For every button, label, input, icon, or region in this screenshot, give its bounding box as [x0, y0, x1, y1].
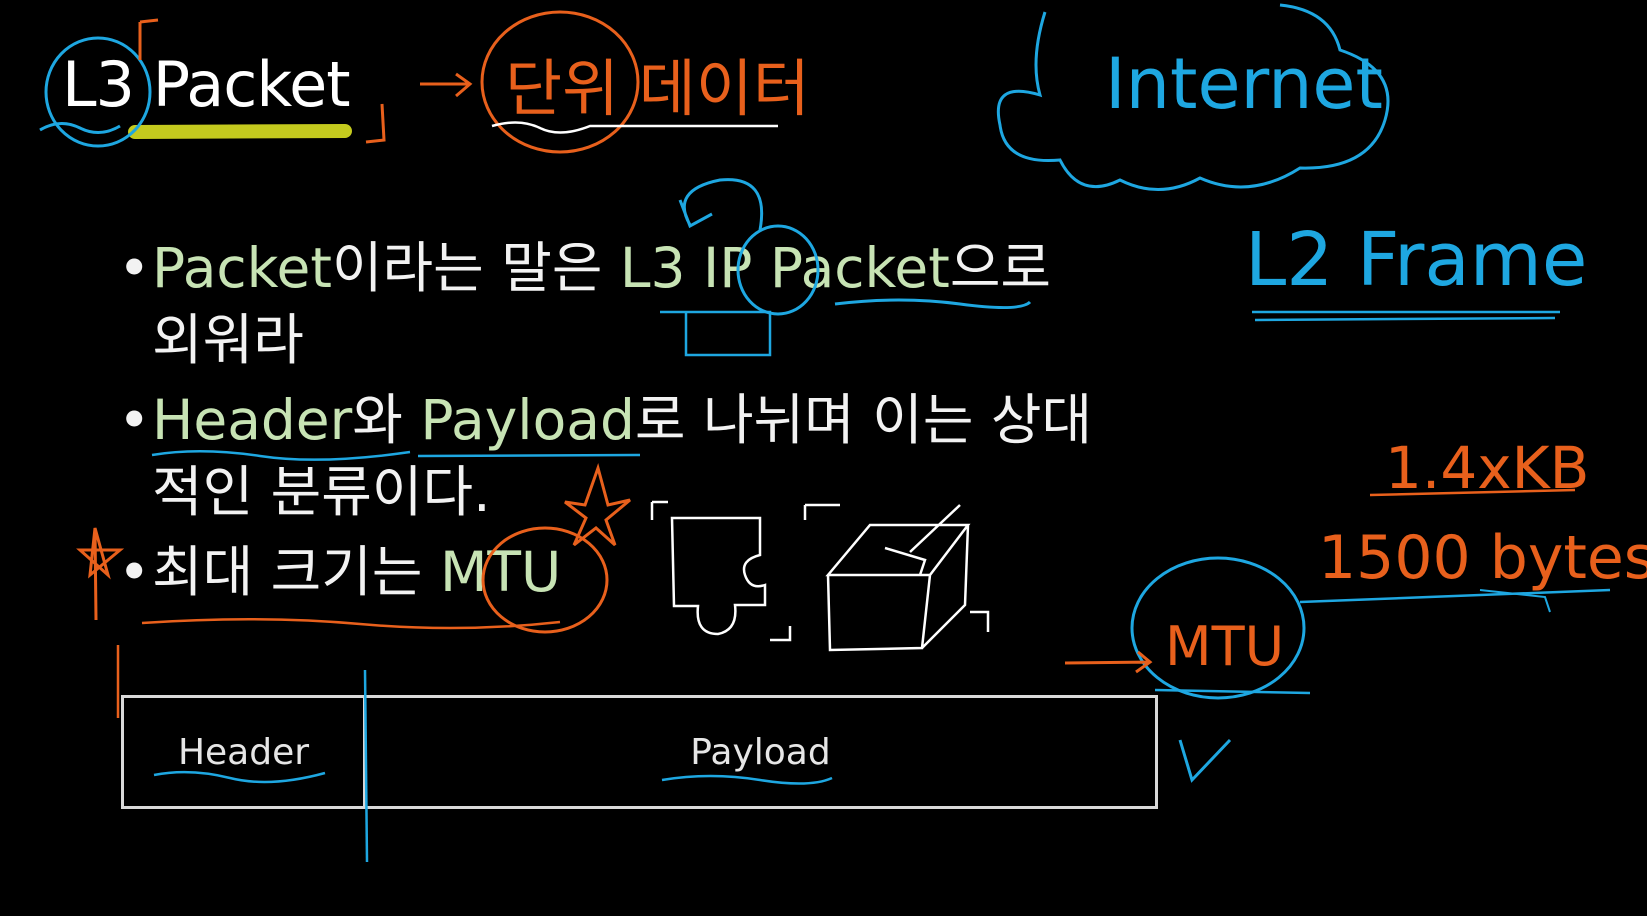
bullet-text: 와	[352, 388, 421, 452]
white-underline-unit	[491, 121, 778, 134]
orange-underline-kb	[1369, 488, 1576, 497]
term-mtu: MTU	[439, 540, 562, 604]
annotation-mtu: MTU	[1165, 615, 1284, 678]
annotation-size-kb: 1.4xKB	[1385, 434, 1589, 502]
bullet-text: 로 나뉘며 이는 상대	[634, 388, 1093, 452]
bullet-dot-icon: •	[118, 388, 151, 452]
bullet-dot-icon: •	[118, 236, 151, 300]
term-header: Header	[152, 388, 353, 452]
internet-cloud-icon	[996, 3, 1390, 191]
annotation-unit-data: 단위 데이터	[505, 52, 810, 125]
packet-payload-cell: Payload	[366, 698, 1155, 806]
blue-squiggle	[39, 122, 121, 134]
blue-tail-line	[1479, 589, 1551, 613]
annotation-internet: Internet	[1105, 43, 1383, 125]
bullet-text-line2: 적인 분류이다.	[152, 460, 491, 524]
orange-underline-max	[141, 617, 561, 630]
blue-loop-arrow	[678, 178, 764, 231]
packet-diagram: Header Payload	[121, 695, 1158, 809]
yellow-highlight-stroke	[128, 124, 352, 139]
bullet-text: 으로	[949, 236, 1052, 300]
annotation-size-bytes: 1500 bytes	[1318, 523, 1647, 593]
orange-arrow-mtu	[1064, 650, 1153, 674]
orange-star-icon-left	[76, 527, 125, 621]
blue-underline-bytes	[1299, 588, 1611, 604]
term-payload: Payload	[420, 388, 635, 452]
blue-checkmark-icon	[1178, 738, 1232, 783]
term-packet: Packet	[152, 236, 332, 300]
bullet-max-size: • 최대 크기는 MTU	[118, 536, 1178, 608]
packet-header-cell: Header	[124, 698, 366, 806]
packet-header-label: Header	[177, 731, 310, 773]
bullet-header-payload: • Header와 Payload로 나뉘며 이는 상대 적인 분류이다.	[118, 384, 1178, 528]
packet-payload-label: Payload	[690, 731, 831, 773]
slide-title: L3 Packet	[62, 48, 351, 121]
bullet-text-line2: 외워라	[152, 308, 304, 372]
bullet-text: 이라는 말은	[331, 236, 620, 300]
blue-underline-mtu	[1154, 688, 1311, 695]
bullet-list: • Packet이라는 말은 L3 IP Packet으로 외워라 • Head…	[118, 232, 1178, 616]
blue-underline-l2	[1252, 310, 1560, 322]
bullet-text: 최대 크기는	[152, 540, 440, 604]
orange-circle-unit	[480, 10, 640, 154]
bullet-packet-definition: • Packet이라는 말은 L3 IP Packet으로 외워라	[118, 232, 1178, 376]
annotation-l2-frame: L2 Frame	[1245, 217, 1587, 303]
orange-bracket-close	[365, 103, 386, 144]
orange-arrow	[420, 72, 473, 98]
bullet-dot-icon: •	[118, 540, 151, 604]
term-l3-ip-packet: L3 IP Packet	[619, 236, 950, 300]
